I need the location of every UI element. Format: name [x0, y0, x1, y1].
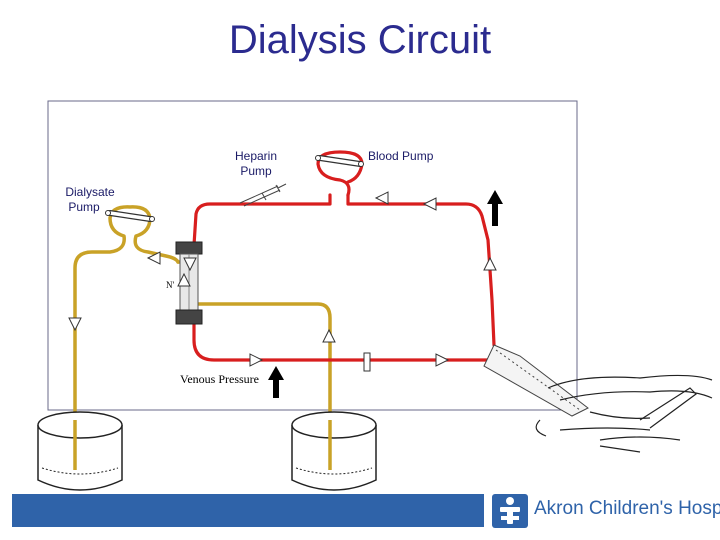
- heparin-pump-label-2: Pump: [240, 164, 272, 178]
- needle-icon: [483, 344, 589, 417]
- dialyzer: N': [166, 241, 203, 325]
- venous-pressure-label: Venous Pressure: [180, 372, 259, 386]
- venous-pressure-chamber: [363, 352, 371, 372]
- slide-title: Dialysis Circuit: [228, 18, 492, 62]
- left-reservoir: [37, 411, 123, 491]
- dialysate-pump-label-2: Pump: [68, 200, 100, 214]
- blood-lines: [192, 150, 500, 362]
- dialysate-pump-roller: [105, 210, 155, 222]
- blood-pump-roller: [315, 155, 364, 167]
- hospital-name: Akron Children's Hospital: [534, 498, 720, 519]
- flow-triangle-icon: [68, 191, 497, 367]
- dialysate-pump-label: Dialysate: [65, 185, 115, 199]
- reservoir-tubes: [73, 420, 332, 470]
- footer-bar: [12, 494, 484, 527]
- diagram-frame: [47, 100, 578, 411]
- right-reservoir: [291, 411, 377, 491]
- heparin-pump-label: Heparin: [235, 149, 277, 163]
- logo-icon: [492, 494, 528, 528]
- blood-pump-label: Blood Pump: [368, 149, 434, 163]
- hand-icon: [535, 374, 713, 453]
- up-arrow-icon: [268, 190, 503, 398]
- syringe-icon: [239, 183, 287, 207]
- svg-text:N': N': [166, 280, 174, 290]
